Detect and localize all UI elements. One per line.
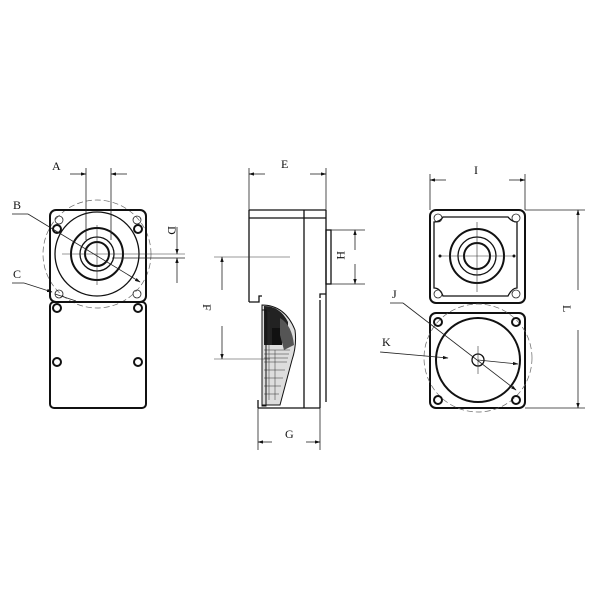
label-i: I (474, 163, 478, 177)
label-e: E (281, 157, 288, 171)
label-d: D (165, 226, 179, 235)
gear-cross-section (261, 304, 297, 407)
front-view: A B C D (12, 159, 185, 409)
label-f: F (200, 304, 214, 311)
label-l: L (560, 305, 574, 312)
label-a: A (52, 159, 61, 173)
rear-view: I J K L (379, 163, 585, 413)
label-g: G (285, 427, 294, 441)
side-view: E F G H (200, 157, 365, 450)
label-k: K (382, 335, 391, 349)
label-b: B (13, 198, 21, 212)
label-j: J (392, 287, 397, 301)
label-c: C (13, 267, 21, 281)
label-h: H (334, 251, 348, 260)
